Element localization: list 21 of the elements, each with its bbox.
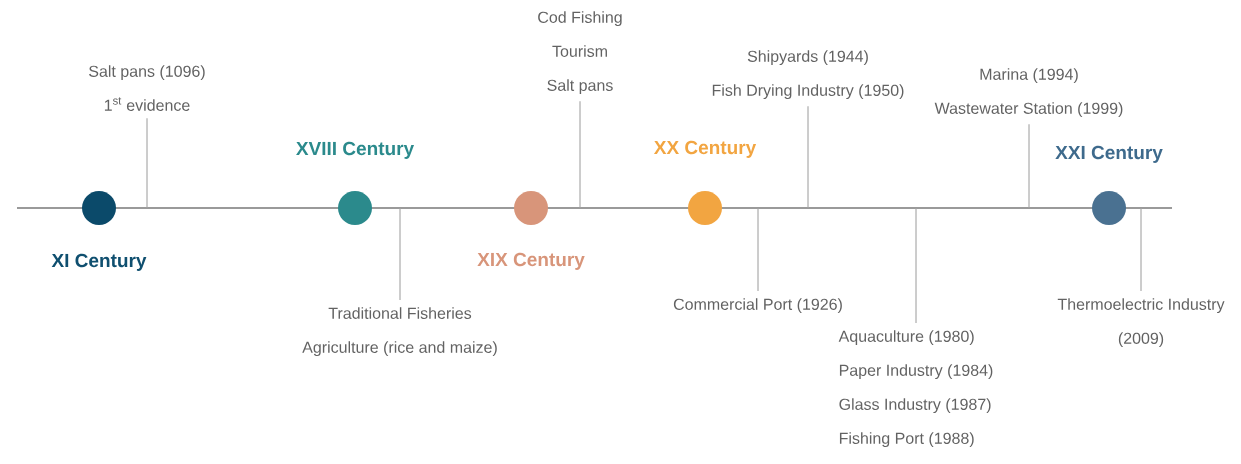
event-text: Commercial Port (1926) xyxy=(673,298,842,314)
leader-line xyxy=(399,207,401,301)
century-label: XIX Century xyxy=(477,252,585,270)
event-text: Cod Fishing Tourism Salt pans xyxy=(538,11,622,95)
leader-line xyxy=(146,117,148,209)
leader-line xyxy=(1028,123,1030,209)
event-text: Thermoelectric Industry (2009) xyxy=(1057,298,1225,348)
century-label: XXI Century xyxy=(1055,145,1163,163)
event-text: Shipyards (1944) Fish Drying Industry (1950) xyxy=(712,50,904,100)
event-text: Salt pans (1096) 1$^{st}$ evidence xyxy=(89,65,205,111)
leader-line xyxy=(807,105,809,209)
leader-line xyxy=(579,100,581,209)
event-text: Traditional Fisheries Agriculture (rice and maize) xyxy=(302,307,497,357)
event-text: Marina (1994) Wastewater Station (1999) xyxy=(934,68,1123,118)
century-label: XI Century xyxy=(51,253,147,271)
leader-line xyxy=(1140,207,1142,292)
leader-line xyxy=(757,207,759,292)
century-label: XVIII Century xyxy=(296,141,414,159)
century-label: XX Century xyxy=(654,140,757,158)
leader-line xyxy=(915,207,917,324)
event-text: Aquaculture (1980) Paper Industry (1984) Glass Industry (1987) Fishing Port (1988) xyxy=(838,330,993,448)
